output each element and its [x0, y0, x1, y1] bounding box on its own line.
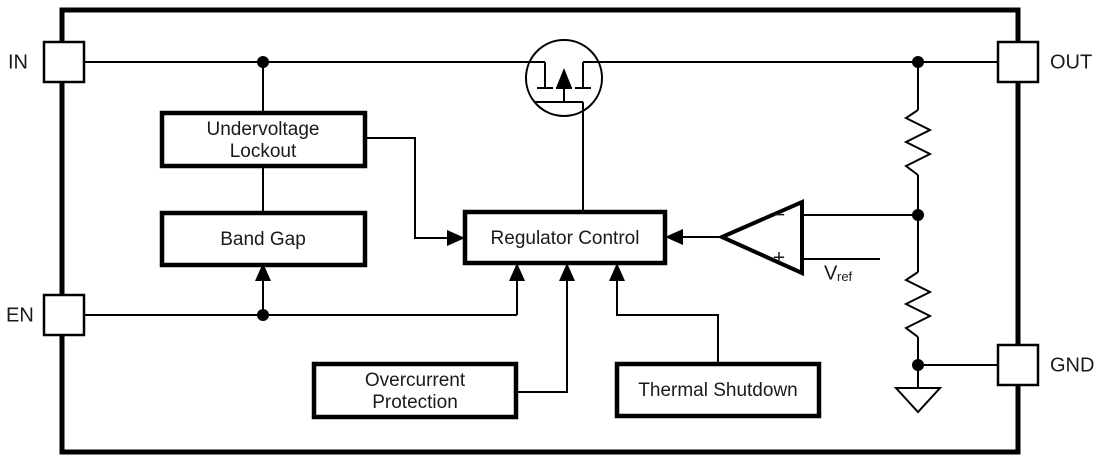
in-tap-node [257, 56, 269, 68]
block-overcurrent-protection[interactable]: Overcurrent Protection [311, 361, 519, 420]
in-tap-to-uvlo-wire [257, 56, 269, 113]
block-label-line1: Band Gap [220, 229, 306, 250]
block-label-line2: Protection [372, 392, 458, 413]
feedback-resistor-divider [893, 56, 998, 414]
thermal-to-regulator-wire [609, 263, 719, 364]
feedback-resistor-upper [903, 109, 933, 176]
vref-subscript: ref [837, 269, 853, 284]
block-label-line1: Overcurrent [365, 370, 466, 391]
feedback-tap-node [912, 209, 924, 221]
pin-en[interactable]: EN [6, 293, 86, 337]
uvlo-to-regulator-wire [365, 137, 465, 246]
voltage-reference-label: V ref [824, 262, 853, 284]
overcurrent-to-regulator-wire [516, 263, 575, 393]
amplifier-plus-sign: + [773, 247, 785, 270]
vref-symbol: V [824, 262, 838, 284]
pin-in[interactable]: IN [8, 40, 86, 84]
block-regulator-control[interactable]: Regulator Control [462, 209, 668, 266]
block-band-gap[interactable]: Band Gap [159, 210, 368, 268]
pin-label-gnd: GND [1050, 354, 1094, 376]
block-label-line1: Thermal Shutdown [638, 380, 797, 401]
thermal-regulator-arrow [609, 263, 625, 281]
bandgap-enable-arrow [255, 263, 271, 281]
feedback-resistor-lower [903, 271, 933, 338]
en-rail [84, 263, 525, 321]
amplifier-minus-sign: − [773, 204, 785, 227]
pin-out[interactable]: OUT [996, 40, 1092, 84]
block-label-line1: Undervoltage [206, 119, 319, 140]
overcurrent-regulator-arrow [559, 263, 575, 281]
error-amplifier: − + [665, 198, 918, 277]
amplifier-output-arrow [665, 229, 683, 245]
block-label-line2: Lockout [230, 141, 297, 162]
pin-label-in: IN [8, 51, 28, 73]
ground-symbol [893, 387, 943, 414]
pin-label-en: EN [6, 304, 34, 326]
pin-gnd[interactable]: GND [996, 343, 1094, 387]
mosfet-pass-element [525, 39, 603, 117]
block-label-line1: Regulator Control [491, 228, 640, 249]
pin-label-out: OUT [1050, 51, 1092, 73]
block-undervoltage-lockout[interactable]: Undervoltage Lockout [159, 110, 368, 169]
en-regulator-arrow [509, 263, 525, 281]
block-thermal-shutdown[interactable]: Thermal Shutdown [614, 361, 822, 419]
uvlo-regulator-arrow [447, 230, 465, 246]
